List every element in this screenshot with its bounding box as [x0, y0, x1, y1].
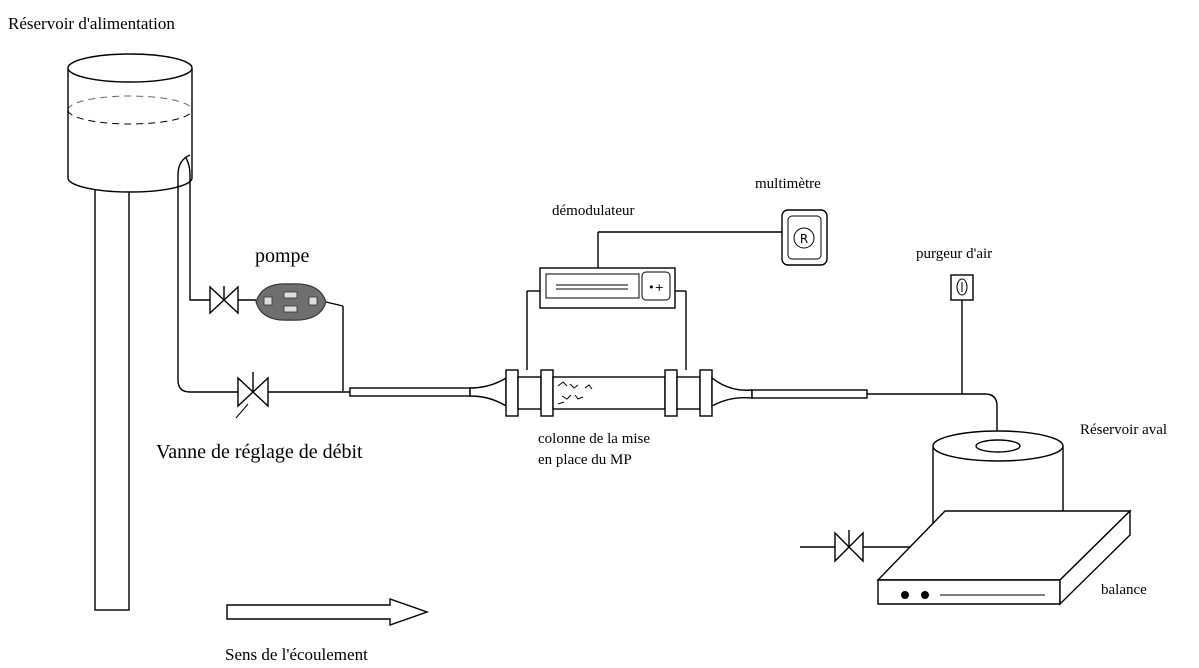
air-vent-label: purgeur d'air — [916, 246, 992, 262]
feed-tank-label: Réservoir d'alimentation — [8, 14, 175, 33]
balance-label: balance — [1101, 582, 1147, 598]
svg-text:R: R — [800, 232, 808, 246]
upper-valve-icon — [209, 285, 239, 315]
flow-direction-arrow — [226, 598, 430, 626]
column-label-line1: colonne de la mise — [538, 431, 650, 447]
feed-piping — [177, 154, 350, 393]
column-label-line2: en place du MP — [538, 452, 632, 468]
demodulator-device: •+ — [526, 231, 782, 370]
pump-label: pompe — [255, 245, 310, 267]
demodulator-label: démodulateur — [552, 203, 634, 219]
multimeter-icon: R — [781, 209, 828, 266]
feed-tank — [67, 53, 193, 611]
downstream-tank-label: Réservoir aval — [1080, 422, 1167, 438]
air-vent-icon — [950, 274, 974, 301]
flow-control-valve-icon — [235, 372, 269, 419]
svg-text:•+: •+ — [648, 281, 664, 294]
flow-valve-label: Vanne de réglage de débit — [156, 441, 363, 463]
multimeter-label: multimètre — [755, 176, 821, 192]
porous-media-column — [349, 369, 868, 417]
flow-direction-label: Sens de l'écoulement — [225, 645, 368, 664]
pump-icon — [255, 283, 327, 321]
balance-scale — [876, 509, 1132, 606]
outlet-piping — [867, 300, 998, 432]
